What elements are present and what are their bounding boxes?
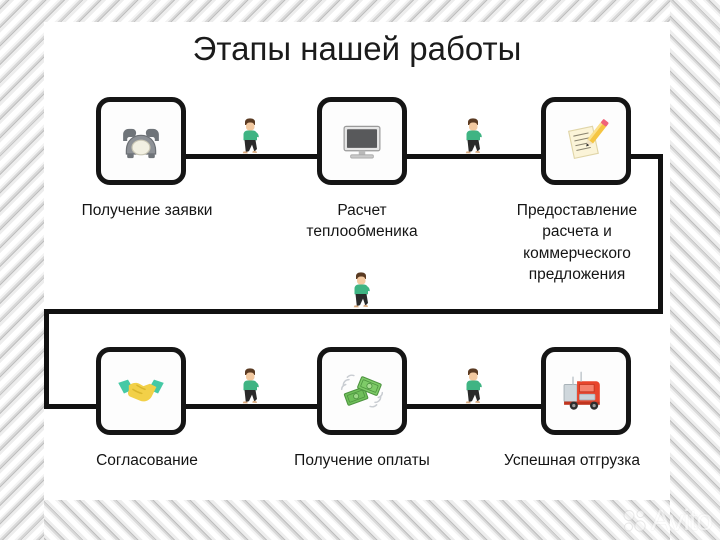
memo-with-pencil-icon [567, 119, 609, 160]
step-box-3[interactable] [541, 97, 631, 185]
avito-watermark-text: Avito [650, 504, 713, 537]
walking-person-icon [242, 368, 259, 404]
frame-band-left [0, 0, 44, 540]
connector-left-vertical [44, 309, 49, 409]
step-box-4[interactable] [96, 347, 186, 435]
walking-person-4 [238, 368, 264, 406]
step-box-1[interactable] [96, 97, 186, 185]
frame-band-bottom [0, 500, 720, 540]
connector-step4-step5 [184, 404, 320, 409]
walking-person-2 [461, 118, 487, 156]
flow-content-area: Этапы нашей работы Получение [44, 22, 670, 500]
walking-person-icon [465, 368, 482, 404]
avito-logo-icon [623, 509, 646, 532]
caption-line: расчета и [542, 223, 612, 241]
step-box-6[interactable] [541, 347, 631, 435]
caption-line: Согласование [96, 452, 198, 469]
avito-watermark: Avito [622, 504, 713, 538]
step-box-5[interactable] [317, 347, 407, 435]
caption-line: Предоставление [516, 202, 638, 219]
step-caption-6: Успешная отгрузка [474, 450, 670, 471]
connector-wrap-horizontal [44, 309, 663, 314]
step-caption-4: Согласование [44, 450, 250, 471]
walking-person-5 [461, 368, 487, 406]
walking-person-3 [349, 272, 375, 310]
connector-step2-step3 [407, 154, 543, 159]
caption-line: Получение заявки [81, 202, 213, 219]
connector-into-step4 [44, 404, 145, 409]
step-caption-5: Получение оплаты [259, 450, 465, 471]
walking-person-icon [353, 272, 370, 308]
handshake-icon [118, 379, 164, 402]
telephone-icon [123, 128, 159, 159]
caption-line: предложения [528, 266, 626, 284]
walking-person-icon [242, 118, 259, 154]
step-caption-2: Расчет теплообменика [259, 200, 465, 243]
desktop-computer-icon [343, 125, 381, 159]
caption-line: коммерческого [523, 244, 631, 262]
caption-line: теплообменика [306, 223, 418, 241]
caption-line: Расчет [337, 202, 387, 219]
walking-person-1 [238, 118, 264, 156]
step-box-2[interactable] [317, 97, 407, 185]
page-title: Этапы нашей работы [192, 30, 522, 67]
caption-line: Получение оплаты [294, 452, 430, 469]
frame-band-right [670, 0, 720, 540]
frame-band-top [0, 0, 720, 22]
step-caption-1: Получение заявки [44, 200, 250, 221]
walking-person-icon [465, 118, 482, 154]
step-caption-3: Предоставление расчета и коммерческого п… [484, 200, 670, 286]
connector-right-vertical [658, 154, 663, 314]
caption-line: Успешная отгрузка [504, 452, 640, 469]
connector-step5-step6 [407, 404, 543, 409]
connector-step1-step2 [184, 154, 320, 159]
connector-step3-right [631, 154, 663, 159]
delivery-truck-icon [563, 371, 600, 410]
money-with-wings-icon [340, 374, 384, 408]
